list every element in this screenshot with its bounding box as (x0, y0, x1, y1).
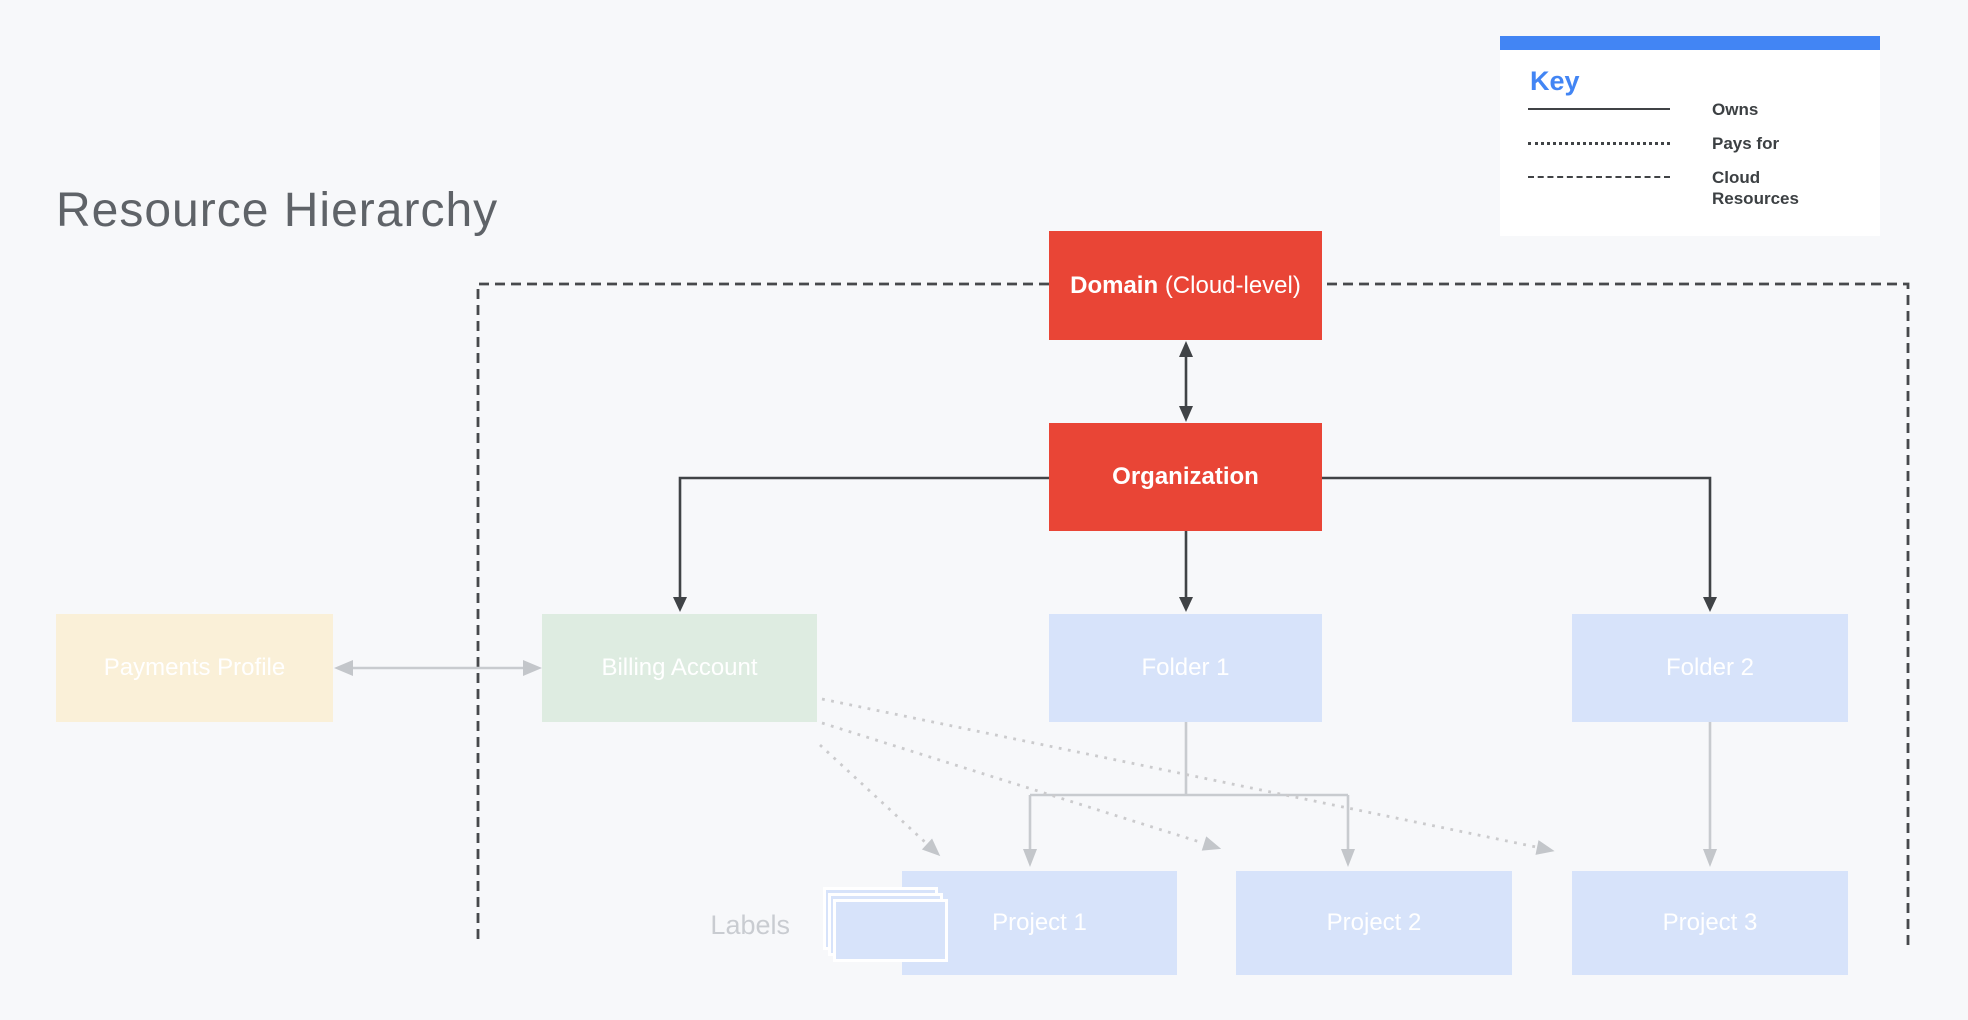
legend-label-pays-for: Pays for (1712, 134, 1780, 153)
legend-row-owns: Owns (1528, 99, 1880, 120)
label-card-front (833, 899, 948, 962)
legend-title: Key (1530, 66, 1580, 96)
node-payments-profile-label: Payments Profile (103, 654, 286, 681)
legend: Key Owns Pays for Cloud Resources (1500, 36, 1880, 236)
owns-line-sample (1528, 108, 1670, 110)
folder1-projects-connector (1023, 722, 1355, 867)
node-project-1-label: Project 1 (992, 909, 1087, 936)
page-title: Resource Hierarchy (56, 184, 499, 237)
node-folder-1: Folder 1 (1049, 614, 1322, 722)
node-domain: Domain (Cloud-level) (1049, 231, 1322, 340)
billing-project1-pays-for-line (819, 743, 941, 857)
folder2-project3-connector (1703, 722, 1717, 867)
legend-accent-bar (1500, 36, 1880, 50)
node-folder-2: Folder 2 (1572, 614, 1848, 722)
node-domain-label-bold: Domain (1070, 271, 1159, 299)
pays-for-line-sample (1528, 142, 1670, 145)
node-billing-account: Billing Account (542, 614, 817, 722)
domain-organization-connector (1179, 341, 1193, 422)
node-domain-label: Domain (Cloud-level) (1070, 272, 1301, 300)
organization-folder1-connector (1179, 531, 1193, 612)
organization-billing-connector (673, 476, 1049, 612)
labels-cards-icon (823, 887, 953, 965)
node-organization: Organization (1049, 423, 1322, 531)
node-folder-1-label: Folder 1 (1141, 654, 1230, 681)
billing-project3-pays-for-line (821, 697, 1555, 855)
payments-billing-connector (334, 660, 542, 676)
cloud-resources-line-sample (1528, 176, 1670, 178)
node-project-3: Project 3 (1572, 871, 1848, 975)
node-project-2: Project 2 (1236, 871, 1512, 975)
node-folder-2-label: Folder 2 (1665, 654, 1755, 681)
billing-project2-pays-for-line (821, 721, 1222, 851)
legend-label-cloud-resources: Cloud Resources (1712, 168, 1799, 208)
labels-caption: Labels (710, 910, 790, 940)
node-project-2-label: Project 2 (1326, 909, 1422, 936)
node-payments-profile: Payments Profile (56, 614, 333, 722)
legend-row-pays-for: Pays for (1528, 133, 1880, 154)
legend-row-cloud-resources: Cloud Resources (1528, 167, 1880, 209)
node-organization-label: Organization (1112, 463, 1259, 490)
organization-folder2-connector (1322, 476, 1717, 612)
legend-label-owns: Owns (1712, 100, 1759, 119)
node-domain-label-rest: (Cloud-level) (1164, 271, 1301, 299)
node-billing-account-label: Billing Account (601, 654, 758, 681)
node-project-3-label: Project 3 (1662, 909, 1758, 936)
